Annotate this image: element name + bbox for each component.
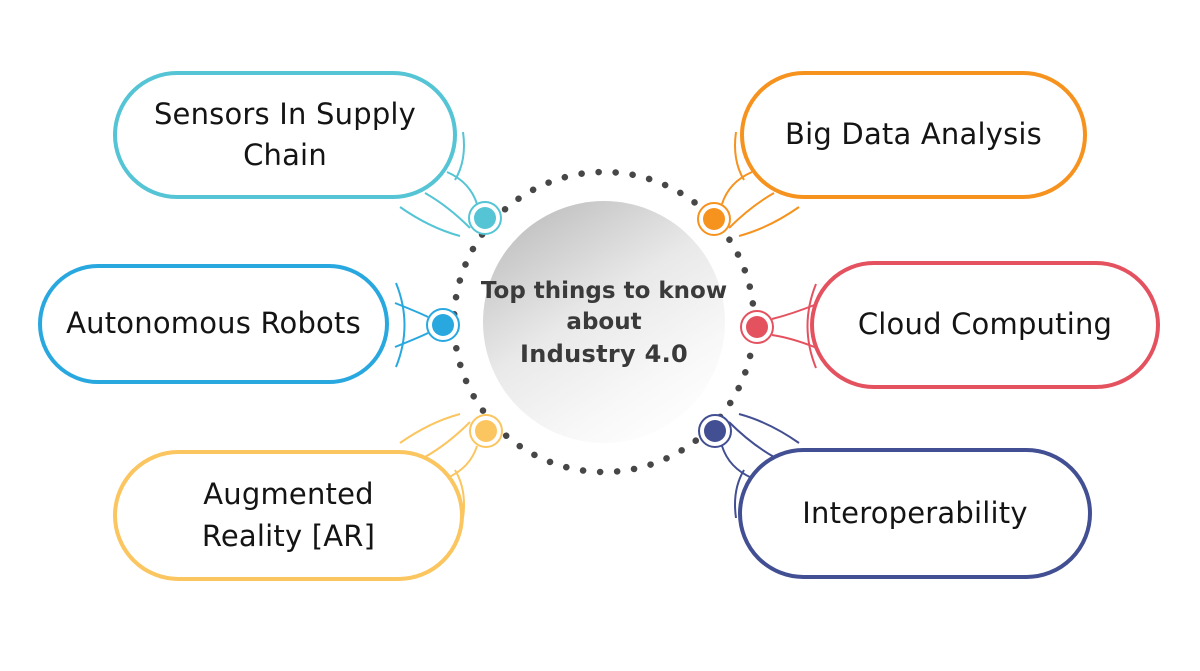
connector-neck	[394, 302, 429, 318]
connector-neck	[728, 421, 775, 458]
connector-interoperability	[698, 413, 800, 519]
center-caption: Top things to know about Industry 4.0	[454, 276, 754, 370]
connector-flourish	[399, 206, 461, 237]
center-title: Industry 4.0	[520, 340, 688, 369]
connector-flourish	[738, 413, 800, 444]
connector-neck	[424, 421, 471, 458]
connector-dot	[704, 420, 726, 442]
bubble-label: Autonomous Robots	[66, 306, 361, 341]
connector-flourish	[395, 282, 406, 368]
bubble-label: Cloud Computing	[857, 307, 1113, 342]
connector-neck	[446, 171, 478, 205]
connector-dot	[746, 316, 768, 338]
bubble-autonomous-robots: Autonomous Robots	[38, 264, 389, 384]
connector-autonomous-robots	[394, 282, 460, 368]
bubble-big-data-analysis: Big Data Analysis	[740, 71, 1087, 199]
connector-neck	[446, 445, 478, 479]
connector-neck	[721, 445, 753, 479]
connector-flourish	[806, 283, 817, 369]
connector-neck	[394, 332, 429, 348]
bubble-label: Augmented Reality [AR]	[201, 477, 376, 553]
center-heading: Top things to know about	[480, 278, 728, 336]
connector-dot	[474, 207, 496, 229]
connector-neck	[721, 171, 753, 205]
connector-dot	[703, 208, 725, 230]
connector-dot	[475, 420, 497, 442]
center-circle	[483, 201, 725, 443]
bubble-sensors-in-supply-chain: Sensors In Supply Chain	[113, 71, 457, 199]
connector-flourish	[399, 413, 461, 444]
bubble-label: Sensors In Supply Chain	[153, 96, 417, 172]
bubble-label: Big Data Analysis	[785, 117, 1042, 152]
connector-neck	[728, 192, 775, 229]
connector-neck	[424, 192, 471, 229]
connector-dot	[432, 314, 454, 336]
connector-big-data-analysis	[697, 131, 800, 237]
connector-augmented-reality	[399, 413, 503, 519]
connector-sensors-in-supply-chain	[399, 131, 502, 237]
bubble-augmented-reality-ar: Augmented Reality [AR]	[113, 450, 464, 581]
bubble-interoperability: Interoperability	[738, 448, 1092, 579]
bubble-cloud-computing: Cloud Computing	[810, 261, 1160, 389]
connector-cloud-computing	[740, 283, 818, 369]
connector-flourish	[738, 206, 800, 237]
bubble-label: Interoperability	[802, 495, 1028, 530]
